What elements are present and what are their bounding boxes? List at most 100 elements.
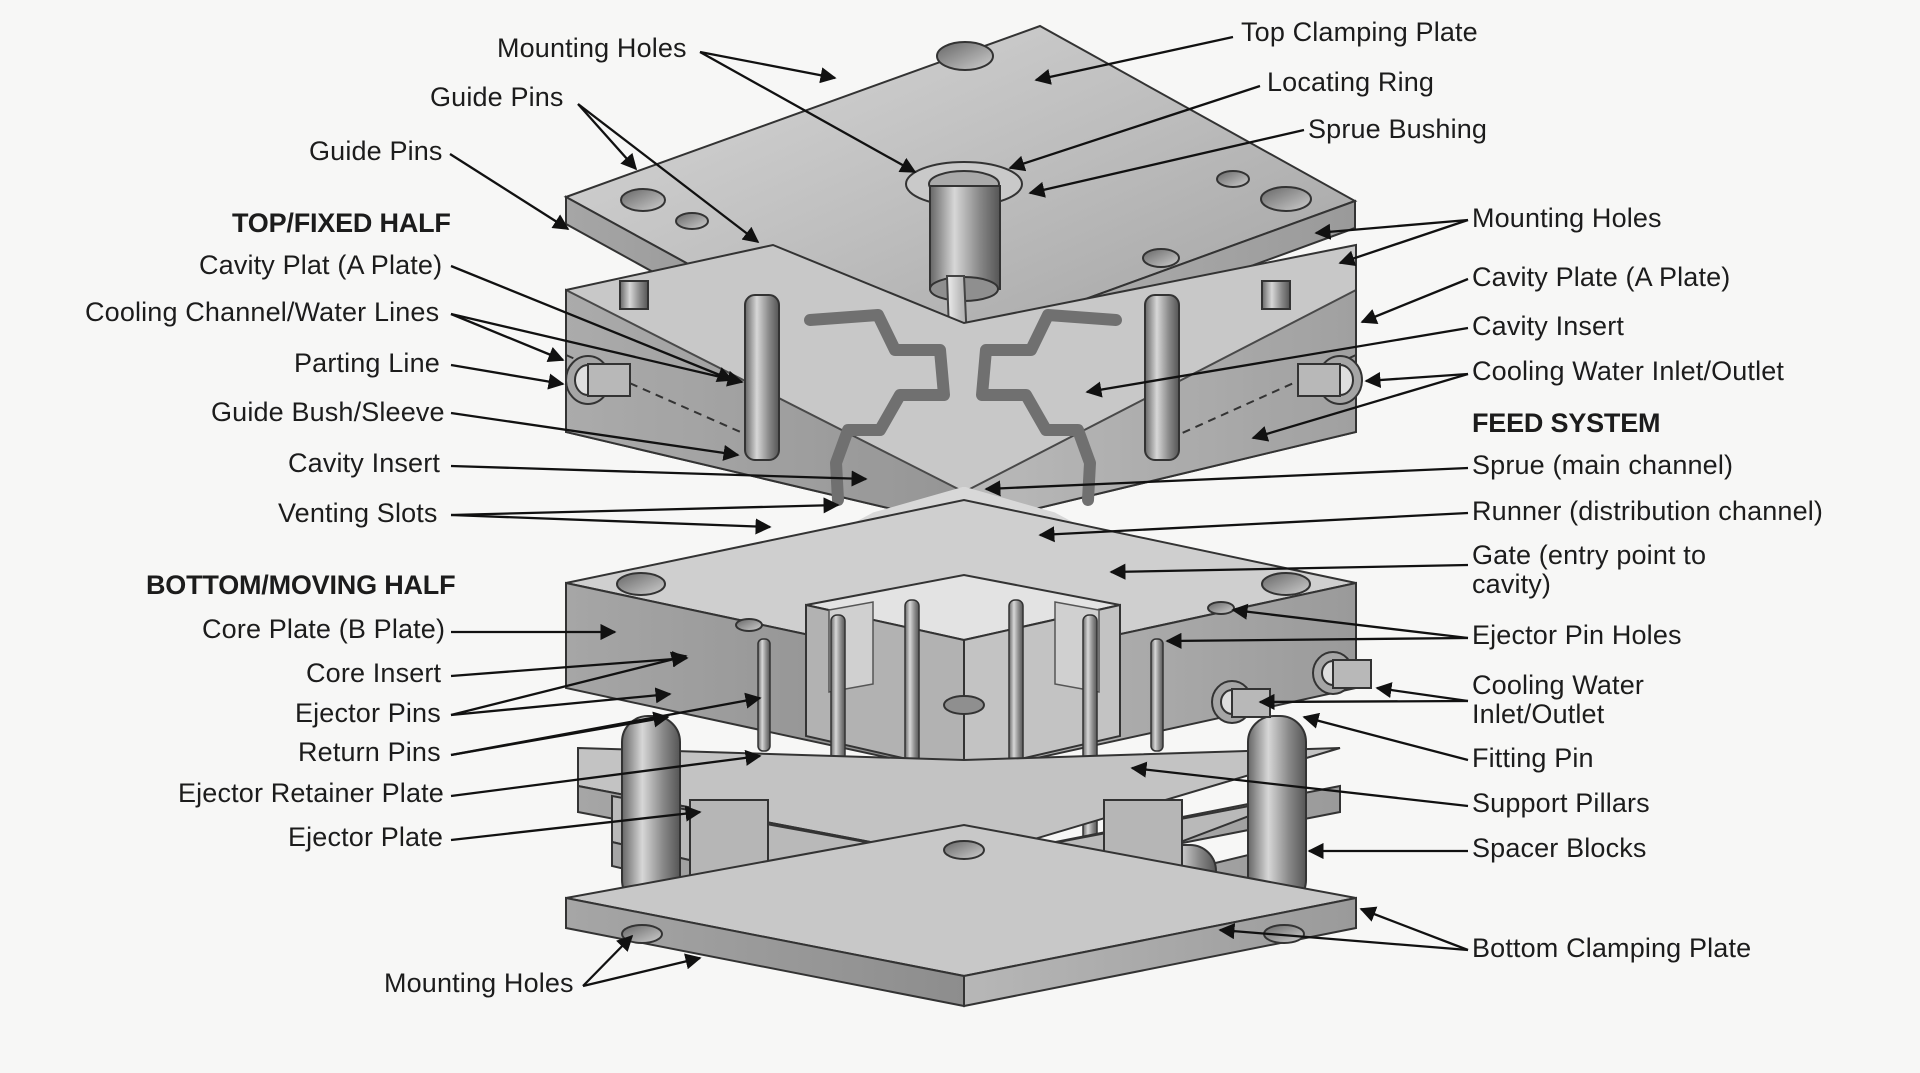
label-cooling-water-line-1: Cooling Water bbox=[1472, 670, 1645, 700]
label-mounting-holes-bottom: Mounting Holes bbox=[384, 968, 574, 998]
annotation-arrows bbox=[449, 35, 1469, 988]
center-cutaway bbox=[805, 573, 1121, 784]
arrow-guide-pins-2 bbox=[449, 153, 570, 230]
arrow-bottom-clamping-plate-1 bbox=[1359, 906, 1469, 952]
label-cooling-water-inlet-outlet-top: Cooling Water Inlet/Outlet bbox=[1472, 356, 1785, 386]
ejector-pin-hole-icon bbox=[735, 618, 763, 632]
label-venting-slots: Venting Slots bbox=[278, 498, 438, 528]
label-guide-bush-sleeve: Guide Bush/Sleeve bbox=[211, 397, 445, 427]
label-core-plate-b: Core Plate (B Plate) bbox=[202, 614, 446, 644]
label-bottom-clamping-plate: Bottom Clamping Plate bbox=[1472, 933, 1752, 963]
arrow-cooling-water-bottom-2 bbox=[1258, 693, 1469, 710]
label-sprue-main-channel: Sprue (main channel) bbox=[1472, 450, 1734, 480]
arrow-cavity-insert-right bbox=[1085, 326, 1469, 398]
label-return-pins: Return Pins bbox=[298, 737, 441, 767]
label-cooling-channel-water-lines: Cooling Channel/Water Lines bbox=[85, 297, 440, 327]
label-core-insert-left: Core Insert bbox=[306, 658, 442, 688]
label-top-fixed-half: TOP/FIXED HALF bbox=[232, 208, 451, 238]
label-gate-line-2: cavity) bbox=[1472, 569, 1552, 600]
cooling-fitting-icon bbox=[1211, 680, 1271, 724]
arrow-cavity-insert-left bbox=[450, 464, 868, 487]
arrow-cooling-channel-2 bbox=[450, 312, 744, 387]
arrow-bottom-clamping-plate-2 bbox=[1218, 923, 1469, 952]
label-mounting-holes-top: Mounting Holes bbox=[497, 33, 687, 63]
arrow-locating-ring bbox=[1008, 84, 1261, 172]
arrow-venting-slots-1 bbox=[450, 513, 772, 535]
arrow-cooling-water-top-2 bbox=[1251, 372, 1469, 442]
guide-pin-hole-icon bbox=[620, 188, 666, 212]
ejector-pin-hole-icon bbox=[1207, 601, 1235, 615]
arrow-mounting-holes-bottom-2 bbox=[582, 953, 702, 988]
arrow-ejector-pins-1 bbox=[450, 651, 688, 717]
cooling-fitting-icon bbox=[565, 355, 631, 405]
label-gate-line-1: Gate (entry point to bbox=[1472, 540, 1707, 570]
top-cooling-fittings bbox=[565, 355, 1363, 405]
label-gate-entry-point: Gate (entry point to cavity) bbox=[1472, 540, 1732, 600]
arrow-mounting-holes-bottom-1 bbox=[582, 934, 634, 987]
arrow-support-pillars bbox=[1130, 761, 1469, 808]
arrow-mounting-holes-right-2 bbox=[1338, 218, 1469, 267]
label-guide-pins-2: Guide Pins bbox=[309, 136, 443, 166]
label-spacer-blocks: Spacer Blocks bbox=[1472, 833, 1647, 863]
arrow-ejector-plate bbox=[450, 805, 702, 842]
arrow-cavity-plat-a bbox=[450, 264, 734, 383]
label-ejector-pin-holes: Ejector Pin Holes bbox=[1472, 620, 1682, 650]
label-cooling-water-line-2: Inlet/Outlet bbox=[1472, 699, 1605, 730]
label-mounting-holes-right: Mounting Holes bbox=[1472, 203, 1662, 233]
label-runner-distribution-channel: Runner (distribution channel) bbox=[1472, 496, 1824, 526]
label-top-clamping-plate: Top Clamping Plate bbox=[1241, 17, 1478, 47]
arrow-top-clamping-plate bbox=[1034, 35, 1234, 85]
label-cooling-water-bottom: Cooling Water Inlet/Outlet bbox=[1472, 670, 1672, 730]
arrow-core-insert-left bbox=[450, 651, 689, 678]
top-guide-pins bbox=[619, 280, 1291, 461]
arrow-guide-pins-1 bbox=[577, 103, 638, 171]
label-parting-line: Parting Line bbox=[294, 348, 440, 378]
arrow-runner bbox=[1038, 511, 1469, 543]
arrow-mounting-holes-right-1 bbox=[1314, 218, 1469, 240]
arrow-sprue-bushing bbox=[1028, 128, 1305, 198]
arrow-parting-line bbox=[450, 363, 565, 390]
arrow-cooling-water-top-1 bbox=[1364, 371, 1469, 389]
arrow-venting-slots-2 bbox=[450, 497, 840, 517]
small-hole-icon bbox=[675, 212, 709, 230]
label-sprue-bushing: Sprue Bushing bbox=[1308, 114, 1488, 144]
arrow-guide-bush bbox=[450, 411, 740, 461]
mounting-hole-icon bbox=[1260, 186, 1312, 212]
arrow-return-pins-2 bbox=[450, 692, 762, 757]
arrow-cavity-plate-a-right bbox=[1360, 277, 1469, 325]
guide-pin-hole-icon bbox=[1142, 248, 1180, 268]
label-feed-system: FEED SYSTEM bbox=[1472, 408, 1661, 438]
arrow-cooling-channel-1 bbox=[450, 312, 565, 362]
label-ejector-retainer-plate: Ejector Retainer Plate bbox=[178, 778, 444, 808]
arrow-ejector-pins-2 bbox=[450, 687, 672, 717]
label-fitting-pin: Fitting Pin bbox=[1472, 743, 1594, 773]
arrow-ejector-pin-holes-1 bbox=[1231, 603, 1469, 640]
arrow-guide-pins-1b bbox=[577, 103, 760, 243]
guide-pin-hole-icon bbox=[616, 572, 666, 596]
top-plate-holes bbox=[620, 41, 1312, 268]
label-ejector-pins: Ejector Pins bbox=[295, 698, 441, 728]
guide-pin-hole-icon bbox=[1261, 572, 1311, 596]
arrow-ejector-retainer-plate bbox=[450, 749, 762, 798]
label-support-pillars: Support Pillars bbox=[1472, 788, 1650, 818]
small-hole-icon bbox=[1216, 170, 1250, 188]
arrow-mounting-holes-top bbox=[699, 50, 837, 84]
label-locating-ring: Locating Ring bbox=[1267, 67, 1435, 97]
arrow-sprue-main-channel bbox=[984, 466, 1469, 497]
bottom-clamping-plate bbox=[565, 823, 1357, 1008]
cooling-fitting-icon bbox=[1312, 651, 1372, 695]
mounting-hole-icon bbox=[943, 840, 985, 860]
arrow-ejector-pin-holes-2 bbox=[1165, 632, 1469, 649]
label-ejector-plate: Ejector Plate bbox=[288, 822, 444, 852]
arrow-cooling-water-bottom-1 bbox=[1375, 682, 1469, 703]
arrow-fitting-pin bbox=[1302, 712, 1469, 762]
bottom-cooling-fittings bbox=[1211, 651, 1372, 724]
label-guide-pins-1: Guide Pins bbox=[430, 82, 564, 112]
label-cavity-plate-a-right: Cavity Plate (A Plate) bbox=[1472, 262, 1731, 292]
label-cavity-plat-a: Cavity Plat (A Plate) bbox=[199, 250, 443, 280]
arrow-gate bbox=[1109, 563, 1469, 580]
label-bottom-moving-half: BOTTOM/MOVING HALF bbox=[146, 570, 456, 600]
label-cavity-insert-left: Cavity Insert bbox=[288, 448, 440, 478]
